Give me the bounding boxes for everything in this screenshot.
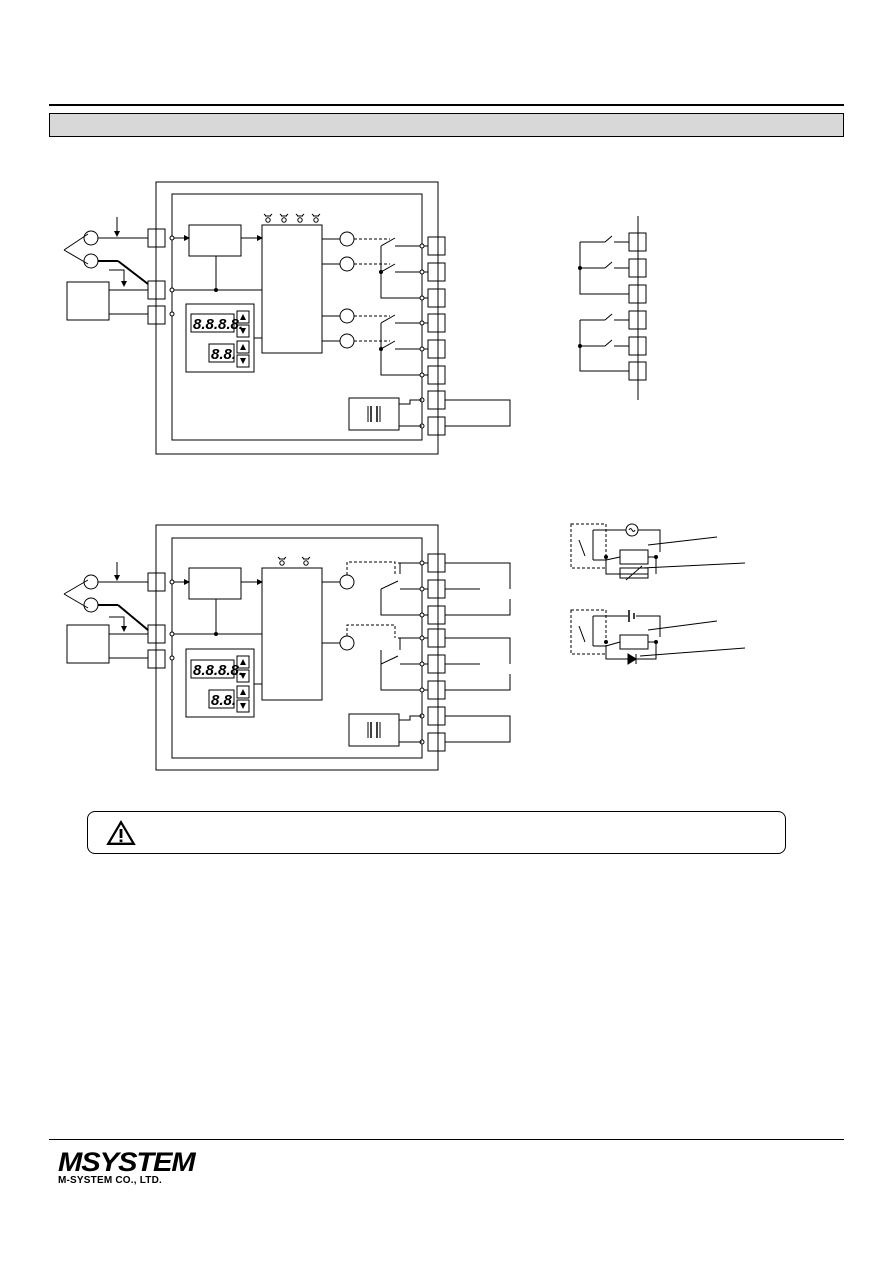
enclosure-inner — [171, 193, 423, 441]
up-down-keys — [236, 685, 250, 713]
relay-coil — [339, 308, 355, 324]
output-terminal-strip — [419, 553, 446, 752]
main-display — [190, 313, 235, 333]
caution-box — [87, 811, 786, 854]
company-logo: MSYSTEM M-SYSTEM CO., LTD. — [58, 1149, 196, 1188]
sub-display — [208, 343, 235, 363]
enclosure-outer — [155, 524, 439, 771]
front-display-panel — [185, 648, 255, 718]
diode-icon — [627, 653, 637, 665]
ac-load-protection-circuit — [570, 523, 746, 581]
warning-triangle-icon — [106, 820, 136, 845]
enclosure-outer — [155, 181, 439, 455]
relay-coil — [339, 231, 355, 247]
input-terminal — [147, 228, 166, 248]
input-terminal — [147, 305, 166, 325]
alarm-led-icon — [295, 213, 305, 223]
dc-load-protection-circuit — [570, 609, 746, 665]
cold-junction-block — [66, 281, 110, 321]
alarm-led-icon — [301, 556, 311, 566]
input-terminal — [147, 572, 166, 592]
alarm-led-icon — [279, 213, 289, 223]
input-terminal — [147, 649, 166, 669]
power-transformer-icon — [348, 397, 400, 431]
input-terminal — [147, 624, 166, 644]
ac-source-icon — [625, 523, 639, 537]
main-display — [190, 659, 235, 679]
alarm-led-icon — [263, 213, 273, 223]
section-title-bar — [49, 113, 844, 137]
input-terminal — [147, 280, 166, 300]
cold-junction-block — [66, 624, 110, 664]
output-terminal-strip — [419, 236, 446, 436]
cpu-block — [261, 567, 323, 701]
enclosure-inner — [171, 537, 423, 759]
block-diagram-2-alarms: 8.8.8.8. 8.8. — [63, 524, 511, 771]
alarm-led-icon — [311, 213, 321, 223]
footer-rule — [49, 1139, 844, 1140]
relay-coil — [339, 635, 355, 651]
top-rule — [49, 104, 844, 106]
cpu-block — [261, 224, 323, 354]
up-down-keys — [236, 340, 250, 368]
contact-arrangement-4 — [578, 216, 647, 400]
display-digits: 8.8. — [211, 346, 236, 363]
display-digits: 8.8.8.8. — [193, 662, 243, 679]
block-diagram-4-alarms: 8.8.8.8. 8.8. — [63, 181, 511, 455]
alarm-led-icon — [277, 556, 287, 566]
display-digits: 8.8. — [211, 692, 236, 709]
company-name: M-SYSTEM CO., LTD. — [58, 1175, 162, 1186]
relay-coil — [339, 333, 355, 349]
input-amplifier-block — [188, 567, 242, 600]
power-transformer-icon — [348, 713, 400, 747]
brand-wordmark: MSYSTEM — [58, 1147, 196, 1177]
input-amplifier-block — [188, 224, 242, 257]
display-digits: 8.8.8.8. — [193, 316, 243, 333]
relay-coil — [339, 256, 355, 272]
relay-coil — [339, 574, 355, 590]
sub-display — [208, 689, 235, 709]
